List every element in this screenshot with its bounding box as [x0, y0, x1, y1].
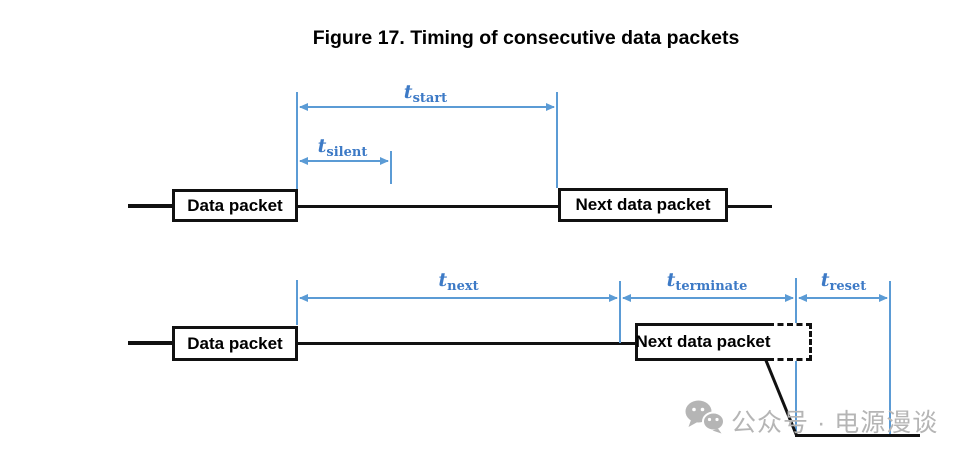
t-next-label: tnext [416, 269, 501, 294]
t-reset-label: treset [801, 269, 886, 294]
t-silent-label: tsilent [300, 135, 385, 160]
bottom-signal-mid-line [296, 342, 637, 345]
t-next-base: t [438, 269, 448, 291]
low-level-line [795, 434, 920, 437]
bottom-data-packet-box: Data packet [172, 326, 298, 361]
wechat-icon [685, 400, 725, 434]
bottom-next-data-packet-solid: Next data packet [635, 323, 771, 361]
t-silent-arrow [299, 157, 389, 165]
top-data-packet-label: Data packet [187, 195, 283, 215]
t-reset-arrow [798, 294, 888, 302]
t-next-sub: next [447, 279, 479, 294]
bottom-ext-line-4 [889, 281, 891, 434]
bottom-ext-line-2 [619, 281, 621, 343]
t-terminate-sub: terminate [675, 279, 748, 294]
t-terminate-label: tterminate [650, 269, 764, 294]
t-reset-base: t [820, 269, 830, 291]
bottom-ext-line-1 [296, 280, 298, 325]
t-terminate-arrow [622, 294, 794, 302]
t-start-sub: start [412, 91, 448, 106]
watermark-text: 公众号 · 电源漫谈 [731, 409, 939, 437]
top-signal-mid-line [296, 205, 560, 208]
top-next-data-packet-box: Next data packet [558, 188, 728, 222]
t-start-base: t [403, 81, 413, 103]
figure-title: Figure 17. Timing of consecutive data pa… [312, 27, 740, 49]
t-silent-base: t [317, 135, 327, 157]
bottom-signal-lead-line [128, 341, 174, 345]
t-terminate-base: t [666, 269, 676, 291]
top-ext-line-left [296, 92, 298, 189]
t-next-arrow [299, 294, 618, 302]
top-signal-lead-line [128, 204, 174, 208]
t-reset-sub: reset [829, 279, 867, 294]
t-silent-end-tick [390, 151, 392, 184]
t-silent-sub: silent [326, 145, 368, 160]
bottom-next-data-packet-box: Next data packet [635, 323, 812, 361]
bottom-data-packet-label: Data packet [187, 333, 283, 353]
bottom-next-data-packet-label: Next data packet [635, 332, 771, 351]
top-ext-line-right [556, 92, 558, 188]
top-data-packet-box: Data packet [172, 189, 298, 222]
top-next-data-packet-label: Next data packet [575, 195, 711, 214]
top-signal-tail-line [726, 205, 772, 208]
t-start-arrow [299, 103, 555, 111]
t-start-label: tstart [383, 81, 468, 106]
bottom-next-data-packet-dashed-cut [768, 323, 812, 361]
